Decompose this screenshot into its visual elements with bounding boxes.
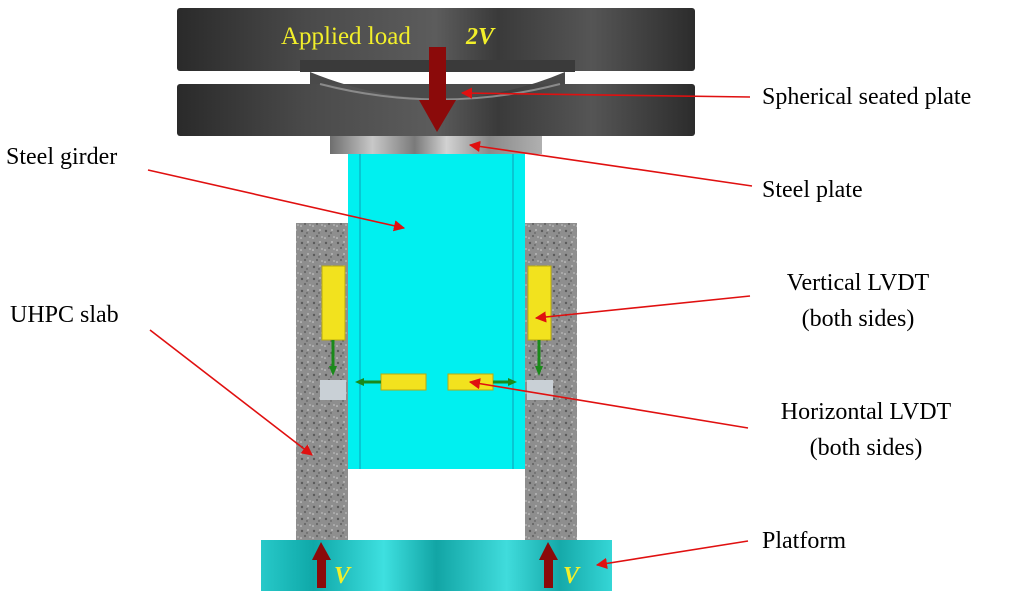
leader-steel-girder	[147, 169, 406, 232]
leader-uhpc	[149, 329, 313, 456]
steel-girder	[348, 154, 525, 469]
platform	[261, 540, 612, 591]
label-uhpc-slab: UHPC slab	[10, 302, 119, 328]
horizontal-lvdt-left	[355, 373, 427, 391]
reaction-arrow-left	[312, 542, 331, 588]
label-vertical-lvdt-sub: (both sides)	[802, 306, 915, 332]
leader-horizontal-lvdt	[468, 378, 749, 429]
label-horizontal-lvdt: Horizontal LVDT	[781, 399, 952, 425]
label-platform: Platform	[762, 528, 846, 554]
vertical-lvdt-left	[320, 265, 346, 400]
label-steel-plate: Steel plate	[762, 177, 863, 203]
label-spherical-seated-plate: Spherical seated plate	[762, 84, 971, 110]
steel-plate	[330, 136, 542, 154]
applied-load-arrow	[419, 47, 456, 132]
leader-vertical-lvdt	[534, 295, 751, 323]
applied-load-value: 2V	[465, 24, 496, 50]
reaction-left-label: V	[334, 563, 352, 589]
leader-lines	[147, 87, 753, 569]
reaction-arrow-right	[539, 542, 558, 588]
label-horizontal-lvdt-sub: (both sides)	[810, 435, 923, 461]
leader-steel-plate	[468, 140, 753, 187]
leader-platform	[595, 540, 749, 569]
label-steel-girder: Steel girder	[6, 144, 117, 170]
reaction-right-label: V	[563, 563, 581, 589]
label-vertical-lvdt: Vertical LVDT	[787, 270, 930, 296]
leader-spherical	[460, 87, 751, 99]
applied-load-label: Applied load	[281, 23, 411, 50]
